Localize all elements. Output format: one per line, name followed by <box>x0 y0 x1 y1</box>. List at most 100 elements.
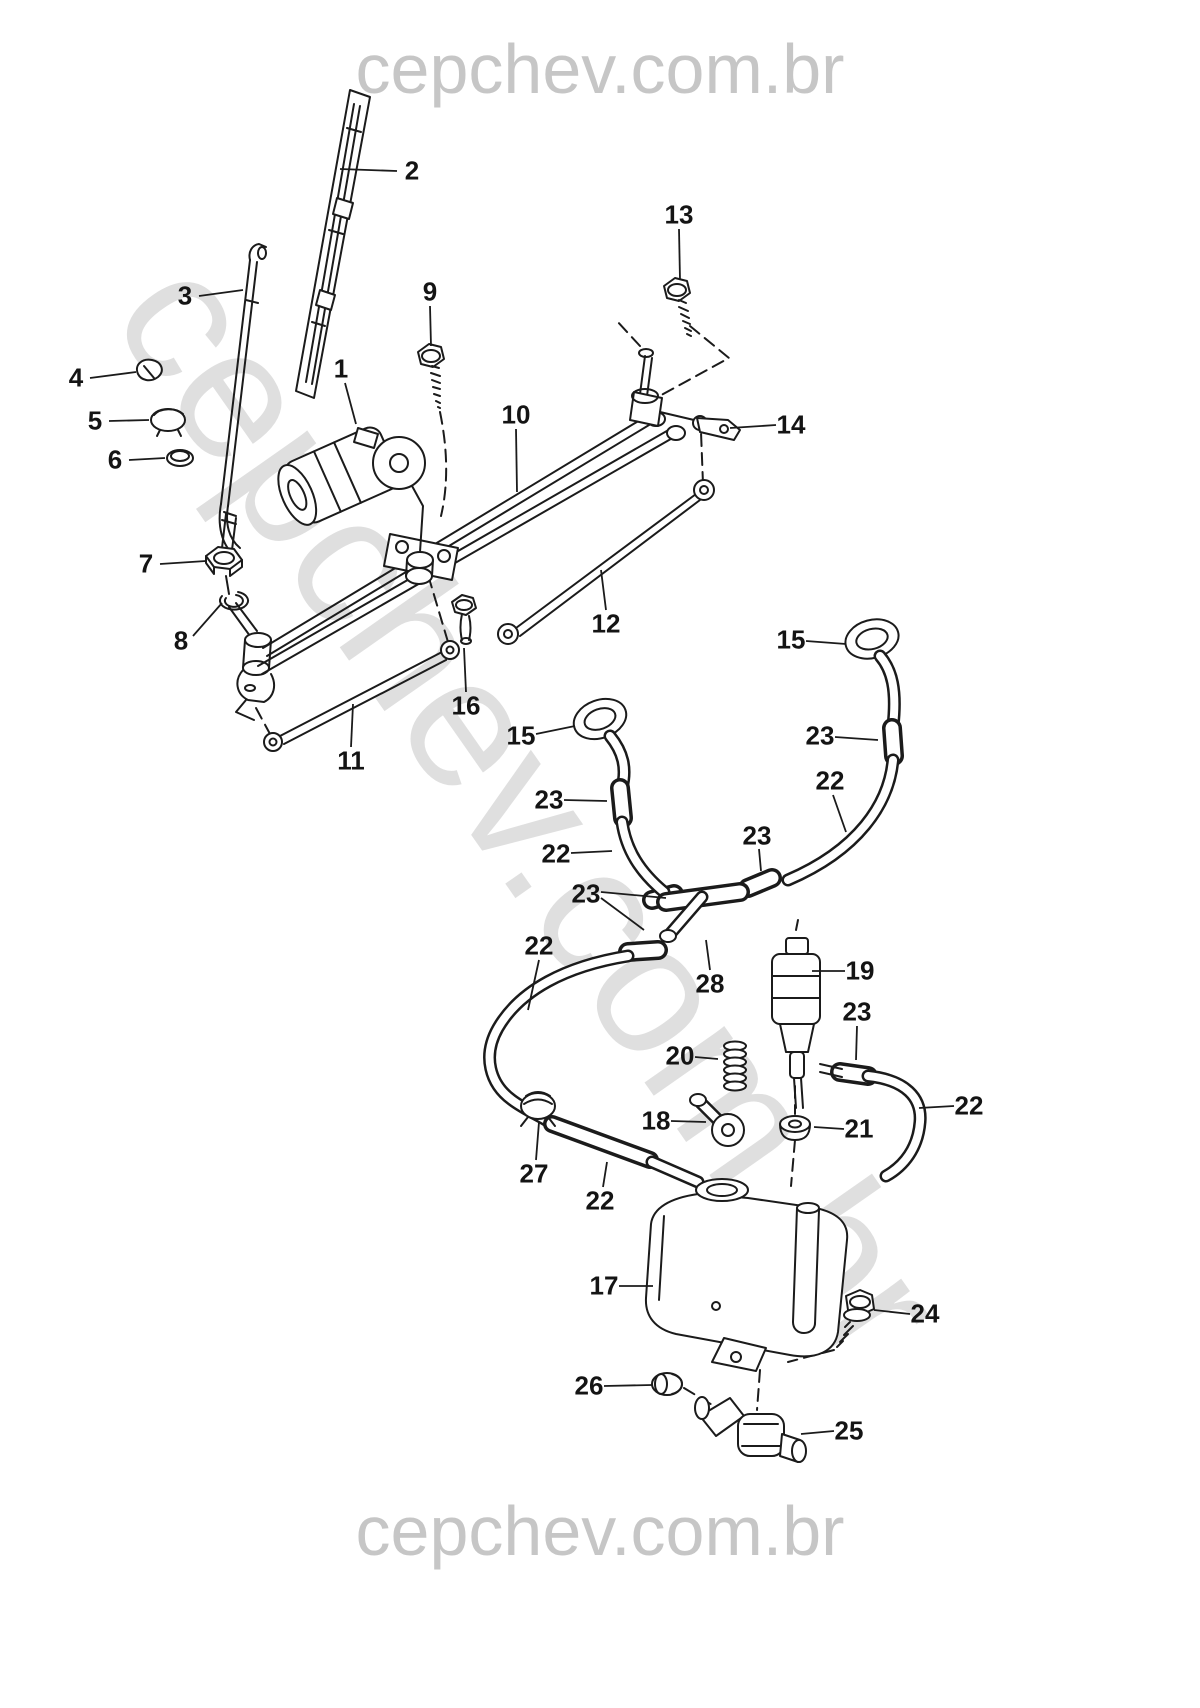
callout-16: 16 <box>451 690 481 721</box>
leader-line-15 <box>805 640 847 645</box>
leader-line-23 <box>855 1025 858 1061</box>
leader-line-16 <box>463 647 467 693</box>
callout-11: 11 <box>337 745 365 776</box>
callout-22: 22 <box>541 838 571 869</box>
wiper-linkage <box>257 411 686 675</box>
leader-line-12 <box>600 569 607 611</box>
leader-line-3 <box>198 289 244 297</box>
callout-22: 22 <box>815 765 845 796</box>
callout-6: 6 <box>107 444 123 475</box>
callout-23: 23 <box>571 878 601 909</box>
leader-line-27 <box>535 1121 540 1161</box>
tee-connector-28 <box>656 882 750 943</box>
callout-8: 8 <box>173 625 189 656</box>
grommet-26 <box>651 1372 683 1396</box>
leader-line-22 <box>602 1161 608 1188</box>
callout-10: 10 <box>501 399 531 430</box>
callout-3: 3 <box>177 280 193 311</box>
watermark-bottom: cepchev.com.br <box>355 1492 845 1570</box>
watermark-top: cepchev.com.br <box>355 30 845 108</box>
filter-coil-20 <box>723 1040 747 1092</box>
callout-18: 18 <box>641 1105 671 1136</box>
washer-6 <box>166 449 194 467</box>
callout-5: 5 <box>87 405 103 436</box>
leader-line-23 <box>834 736 879 741</box>
washer-reservoir-17 <box>644 1178 849 1372</box>
leader-line-22 <box>832 794 847 833</box>
wiper-blade <box>295 89 371 399</box>
callout-28: 28 <box>695 968 725 999</box>
leader-line-18 <box>670 1120 707 1123</box>
callout-27: 27 <box>519 1158 549 1189</box>
callout-21: 21 <box>844 1113 874 1144</box>
leader-line-22 <box>918 1105 955 1109</box>
callout-22: 22 <box>524 930 554 961</box>
callout-15: 15 <box>776 624 806 655</box>
callout-7: 7 <box>138 548 154 579</box>
leader-line-14 <box>729 424 777 429</box>
left-pivot-assembly <box>235 632 276 721</box>
leader-line-8 <box>192 602 223 637</box>
leader-line-9 <box>429 305 432 347</box>
hose-connectors <box>610 718 904 1086</box>
pump-25 <box>694 1396 807 1463</box>
leader-line-26 <box>603 1384 653 1387</box>
hose-clip-27 <box>520 1091 556 1127</box>
callout-4: 4 <box>68 362 84 393</box>
callout-22: 22 <box>954 1090 984 1121</box>
callout-9: 9 <box>422 276 438 307</box>
leader-line-5 <box>108 419 150 422</box>
leader-line-7 <box>159 560 207 565</box>
callout-23: 23 <box>534 784 564 815</box>
callout-13: 13 <box>664 199 694 230</box>
leader-line-25 <box>800 1430 835 1435</box>
callout-22: 22 <box>585 1185 615 1216</box>
leader-line-28 <box>705 939 711 971</box>
bushing-5 <box>150 408 186 437</box>
pivot-shaft <box>221 511 258 637</box>
bolt-16 <box>451 594 477 645</box>
leader-line-1 <box>344 382 357 425</box>
callout-25: 25 <box>834 1415 864 1446</box>
callout-1: 1 <box>333 353 349 384</box>
callout-19: 19 <box>845 955 875 986</box>
wiper-motor <box>277 426 426 526</box>
drive-rod-12 <box>497 479 715 645</box>
leader-line-23 <box>563 799 608 802</box>
leader-line-4 <box>89 371 137 379</box>
callout-26: 26 <box>574 1370 604 1401</box>
bolt-24 <box>836 1289 875 1348</box>
callout-14: 14 <box>776 409 806 440</box>
callout-23: 23 <box>805 720 835 751</box>
callout-23: 23 <box>742 820 772 851</box>
leader-line-11 <box>350 703 354 748</box>
leader-line-15 <box>535 725 576 735</box>
crank-arm-14 <box>696 417 741 441</box>
leader-line-23 <box>600 891 667 899</box>
grommet-21 <box>779 1115 811 1141</box>
leader-line-23 <box>600 897 645 931</box>
washer-pump-19 <box>771 919 843 1109</box>
screw-9 <box>417 343 445 409</box>
drive-rod-11 <box>263 640 460 752</box>
callout-20: 20 <box>665 1040 695 1071</box>
washer-nozzle-right <box>844 618 901 733</box>
leader-line-24 <box>873 1309 911 1315</box>
leader-line-23 <box>758 848 762 872</box>
callout-12: 12 <box>591 608 621 639</box>
leader-line-10 <box>515 428 518 493</box>
callout-15: 15 <box>506 720 536 751</box>
callout-2: 2 <box>404 155 420 186</box>
callout-17: 17 <box>589 1270 619 1301</box>
callout-24: 24 <box>910 1298 940 1329</box>
clip-4 <box>136 358 163 382</box>
washer-8 <box>219 591 249 611</box>
leader-line-22 <box>570 850 613 854</box>
leader-line-6 <box>128 457 166 461</box>
nut-7 <box>205 546 243 577</box>
elbow-18 <box>689 1093 745 1147</box>
leader-line-2 <box>339 168 398 172</box>
